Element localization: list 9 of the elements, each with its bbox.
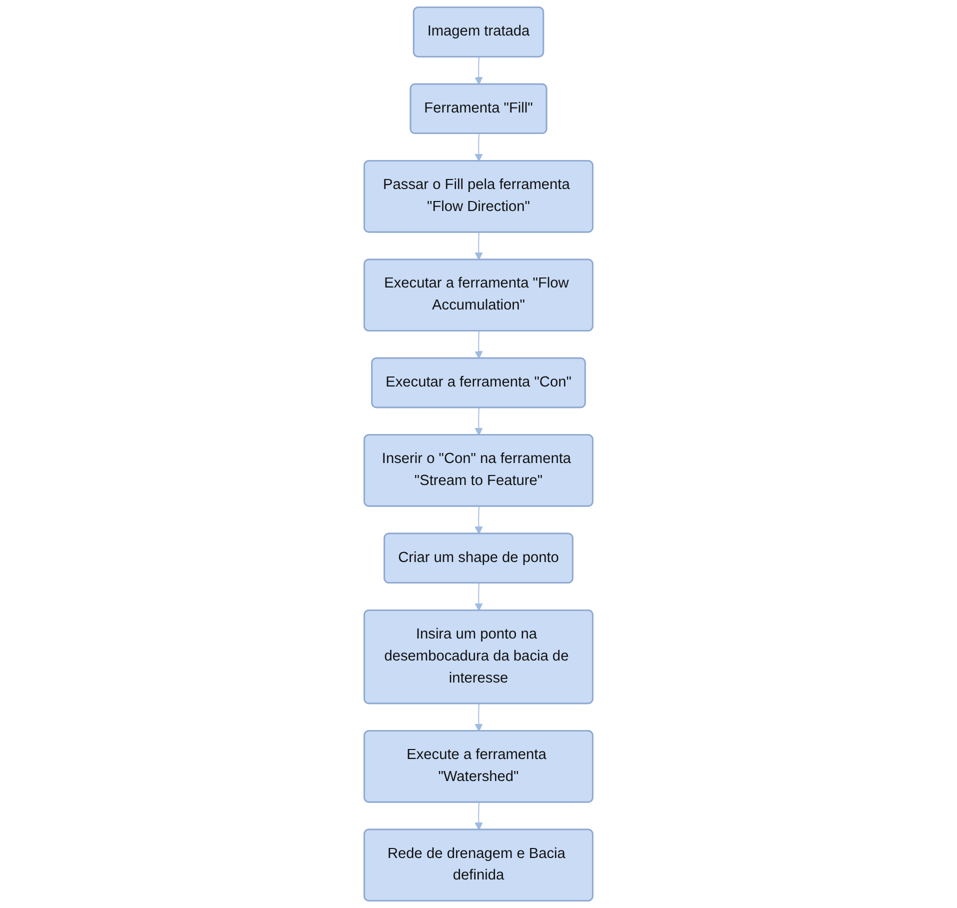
arrow bbox=[474, 506, 483, 534]
arrow bbox=[474, 407, 483, 436]
arrow bbox=[474, 56, 483, 85]
arrow bbox=[474, 802, 483, 830]
arrow bbox=[474, 582, 483, 612]
arrow bbox=[474, 703, 483, 732]
arrow bbox=[474, 232, 483, 260]
arrow bbox=[474, 133, 483, 162]
arrow bbox=[474, 330, 483, 359]
